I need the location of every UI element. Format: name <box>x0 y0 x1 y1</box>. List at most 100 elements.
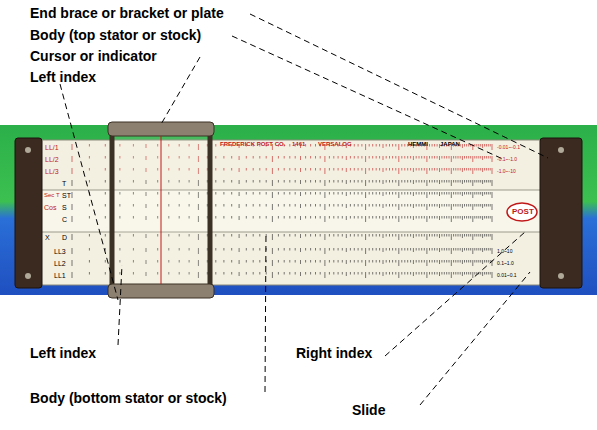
scale-tick <box>300 260 301 264</box>
scale-tick <box>449 180 450 183</box>
scale-tick <box>474 260 475 263</box>
scale-tick <box>354 168 355 171</box>
scale-tick <box>246 234 247 237</box>
scale-tick <box>105 156 106 159</box>
scale-tick <box>324 180 325 186</box>
scale-tick <box>480 156 481 159</box>
scale-tick <box>432 168 433 171</box>
scale-tick <box>468 234 469 237</box>
scale-tick <box>441 192 442 195</box>
scale-tick <box>458 248 459 251</box>
scale-tick <box>361 168 362 171</box>
scale-tick <box>490 216 491 219</box>
scale-tick <box>470 204 471 207</box>
logo-oval <box>507 203 537 221</box>
scale-tick <box>462 234 463 238</box>
scale-tick <box>320 204 321 207</box>
scale-tick <box>350 248 351 251</box>
scale-tick <box>386 260 387 263</box>
scale-tick <box>482 260 483 264</box>
scale-tick <box>105 168 106 171</box>
scale-tick <box>284 192 285 195</box>
scale-tick <box>386 156 387 159</box>
scale-tick <box>395 180 396 183</box>
scale-tick <box>490 204 491 207</box>
scale-tick <box>372 192 373 195</box>
scale-tick <box>338 180 339 183</box>
scale-tick <box>310 260 311 263</box>
scale-tick <box>407 260 408 263</box>
scale-tick <box>346 180 347 184</box>
scale-tick <box>398 144 399 150</box>
scale-tick <box>383 180 384 184</box>
scale-tick <box>295 156 296 159</box>
scale-tick <box>458 156 459 159</box>
scale-tick <box>365 234 366 240</box>
scale-tick <box>421 260 422 263</box>
scale-tick <box>215 248 216 251</box>
scale-tick <box>392 272 393 275</box>
scale-tick <box>272 204 273 210</box>
scale-marking: FREDERICK POST CO. <box>220 141 285 147</box>
scale-tick <box>289 260 290 263</box>
scale-tick <box>346 156 347 160</box>
scale-tick <box>342 234 343 237</box>
scale-tick <box>432 272 433 275</box>
scale-tick <box>478 248 479 251</box>
scale-tick <box>395 234 396 237</box>
scale-tick <box>239 260 240 264</box>
scale-tick <box>432 204 433 207</box>
scale-tick <box>372 204 373 207</box>
scale-tick <box>105 260 106 263</box>
scale-tick <box>315 248 316 251</box>
scale-tick <box>324 272 325 278</box>
scale-tick <box>350 192 351 195</box>
scale-tick <box>392 216 393 219</box>
scale-tick <box>480 248 481 251</box>
scale-tick <box>72 180 73 186</box>
scale-tick <box>342 168 343 171</box>
scale-tick <box>468 260 469 263</box>
scale-tick <box>223 192 224 195</box>
scale-tick <box>315 156 316 159</box>
scale-tick <box>404 204 405 207</box>
scale-tick <box>354 216 355 219</box>
scale-tick <box>451 204 452 210</box>
scale-tick <box>413 216 414 220</box>
scale-tick <box>365 192 366 198</box>
scale-tick <box>484 168 485 171</box>
scale-tick <box>392 204 393 207</box>
scale-tick <box>458 180 459 183</box>
scale-tick <box>426 204 427 210</box>
scale-tick <box>490 192 491 195</box>
scale-tick <box>259 260 260 263</box>
scale-tick <box>480 272 481 275</box>
scale-marking: -0.1~-1.0 <box>497 157 517 162</box>
scale-marking: 0.1~1.0 <box>497 261 514 266</box>
scale-tick <box>338 192 339 195</box>
scale-tick <box>460 272 461 275</box>
scale-tick <box>333 260 334 263</box>
scale-tick <box>478 156 479 159</box>
scale-tick <box>338 204 339 207</box>
scale-marking: LL/2 <box>45 156 59 163</box>
scale-tick <box>462 168 463 172</box>
scale-tick <box>372 144 373 147</box>
scale-tick <box>259 234 260 237</box>
scale-tick <box>419 248 420 251</box>
scale-tick <box>470 156 471 159</box>
scale-tick <box>379 272 380 275</box>
scale-tick <box>361 156 362 159</box>
scale-tick <box>407 192 408 195</box>
scale-tick <box>478 192 479 195</box>
scale-tick <box>354 192 355 195</box>
scale-tick <box>266 168 267 171</box>
scale-tick <box>289 272 290 275</box>
scale-tick <box>492 168 493 174</box>
scale-tick <box>89 272 90 275</box>
scale-tick <box>453 168 454 171</box>
scale-tick <box>342 192 343 195</box>
scale-tick <box>246 204 247 207</box>
scale-tick <box>478 180 479 183</box>
scale-tick <box>354 180 355 183</box>
